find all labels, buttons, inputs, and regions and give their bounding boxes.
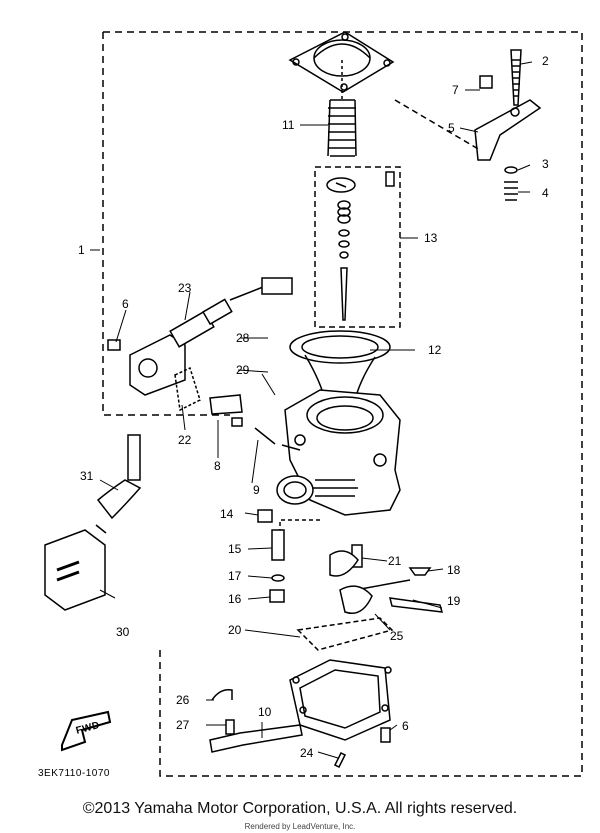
callout-9: 9 [253, 483, 260, 497]
callout-8: 8 [214, 459, 221, 473]
float-bowl [289, 659, 392, 741]
rendered-by-note: Rendered by LeadVenture, Inc. [244, 822, 356, 831]
diaphragm-12 [289, 330, 391, 401]
callout-18: 18 [447, 563, 461, 577]
drawing-code: 3EK7110-1070 [38, 768, 110, 779]
callout-14: 14 [220, 507, 234, 521]
callout-23: 23 [178, 281, 192, 295]
float-bowl-gasket [296, 617, 394, 651]
assembly-boundary [102, 31, 583, 777]
throttle-stop-parts [394, 49, 542, 201]
jets-and-small-parts [257, 509, 444, 614]
callout-1: 1 [78, 243, 85, 257]
callout-7: 7 [452, 83, 459, 97]
callout-labels: 2 7 11 5 3 4 13 1 23 6 28 12 29 22 8 31 … [78, 54, 549, 760]
callout-16: 16 [228, 592, 242, 606]
spring-11 [327, 60, 357, 157]
jet-needle-set [326, 171, 395, 321]
carburetor-body [276, 389, 401, 516]
copyright-notice: ©2013 Yamaha Motor Corporation, U.S.A. A… [82, 800, 518, 817]
callout-6b: 6 [402, 719, 409, 733]
drain-hose [209, 688, 391, 769]
callout-6a: 6 [122, 297, 129, 311]
callout-2: 2 [542, 54, 549, 68]
callout-22: 22 [178, 433, 192, 447]
callout-31: 31 [80, 469, 94, 483]
subassembly-13-boundary [314, 166, 401, 328]
callout-10: 10 [258, 705, 272, 719]
callout-20: 20 [228, 623, 242, 637]
callout-19: 19 [447, 594, 461, 608]
callout-4: 4 [542, 186, 549, 200]
callout-15: 15 [228, 542, 242, 556]
callout-25: 25 [390, 629, 404, 643]
callout-13: 13 [424, 231, 438, 245]
callout-3: 3 [542, 157, 549, 171]
cable-and-spring [209, 394, 301, 451]
callout-5: 5 [448, 121, 455, 135]
callout-11: 11 [282, 118, 295, 132]
callout-28: 28 [236, 331, 250, 345]
callout-17: 17 [228, 569, 242, 583]
callout-21: 21 [388, 554, 402, 568]
callout-30: 30 [116, 625, 130, 639]
callout-26: 26 [176, 693, 190, 707]
callout-24: 24 [300, 746, 314, 760]
callout-27: 27 [176, 718, 190, 732]
leader-lines [90, 61, 533, 759]
hose-and-filter [44, 434, 142, 611]
forward-arrow-icon: FWD [61, 710, 112, 752]
starter-assembly [107, 277, 293, 412]
callout-29: 29 [236, 363, 250, 377]
callout-12: 12 [428, 343, 442, 357]
